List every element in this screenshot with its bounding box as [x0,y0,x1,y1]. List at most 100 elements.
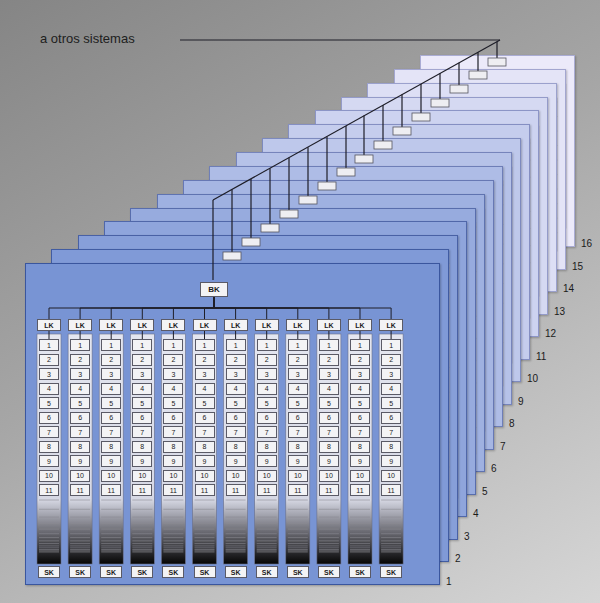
column-strip [286,334,310,564]
cell-rule [195,523,215,524]
cell-box: 6 [257,412,277,424]
cell-rule [39,509,59,510]
box-label: 10 [76,472,84,479]
box-label: 3 [358,371,362,378]
cell-box: 4 [381,383,401,395]
cell-rule [381,533,401,534]
box-label: 2 [47,356,51,363]
cell-rule [39,523,59,524]
cell-box: 1 [132,339,152,351]
cell-box: 4 [257,383,277,395]
box-label: LK [200,322,209,329]
cell-box: 9 [132,455,152,467]
cell-rule [226,500,246,501]
box-label: 4 [203,385,207,392]
cell-rule [163,529,183,530]
box-label: 9 [203,458,207,465]
cell-rule [163,500,183,501]
box-label: 6 [140,414,144,421]
cell-box: 10 [226,470,246,482]
cell-box: 1 [257,339,277,351]
box-label: 8 [234,443,238,450]
box-label: SK [262,569,272,576]
cell-box: 3 [350,368,370,380]
cell-box: 5 [39,397,59,409]
cell-box: 11 [381,484,401,496]
box-label: 8 [296,443,300,450]
cell-rule [101,545,121,546]
box-label: 10 [387,472,395,479]
cell-rule [163,533,183,534]
cell-rule [70,529,90,530]
box-label: SK [169,569,179,576]
box-label: 3 [78,371,82,378]
panel-number: 12 [545,329,556,339]
cell-rule [195,543,215,544]
cell-rule [350,547,370,548]
cell-box: 7 [132,426,152,438]
box-label: 11 [108,487,115,494]
cell-rule [257,549,277,550]
cell-box: 9 [257,455,277,467]
cell-rule [350,545,370,546]
cell-rule [319,550,339,551]
box-label: 6 [203,414,207,421]
panel-number: 10 [527,374,538,384]
cell-box: 1 [319,339,339,351]
box-label: 3 [327,371,331,378]
panel-number: 13 [554,307,565,317]
cell-box: 2 [319,354,339,366]
cell-rule [319,523,339,524]
cell-rule [381,523,401,524]
cell-rule [39,533,59,534]
box-label: 1 [47,342,51,349]
cell-box: 6 [70,412,90,424]
cell-box: 5 [257,397,277,409]
box-label: 7 [203,429,207,436]
cell-rule [226,529,246,530]
box-label: 10 [201,472,209,479]
cell-rule [288,517,308,518]
box-label: 2 [389,356,393,363]
box-label: 10 [45,472,53,479]
cell-rule [319,533,339,534]
cell-rule [257,517,277,518]
box-label: 10 [356,472,364,479]
cell-box: 1 [70,339,90,351]
cell-rule [132,540,152,541]
cell-rule [381,517,401,518]
cell-box: 1 [195,339,215,351]
cell-rule [226,537,246,538]
cell-box: 10 [70,470,90,482]
box-label: 9 [140,458,144,465]
box-label: 6 [78,414,82,421]
cell-box: 8 [70,441,90,453]
cell-rule [350,551,370,552]
cell-box: 5 [288,397,308,409]
cell-rule [381,551,401,552]
cell-rule [163,551,183,552]
box-label: 8 [265,443,269,450]
cell-rule [163,540,183,541]
box-label: 4 [265,385,269,392]
cell-box: 3 [226,368,246,380]
box-label: 2 [78,356,82,363]
cell-rule [132,533,152,534]
cell-rule [39,517,59,518]
box-label: 1 [358,342,362,349]
cell-rule [226,543,246,544]
cell-rule [350,543,370,544]
cell-rule [226,517,246,518]
cell-box: 9 [319,455,339,467]
column-strip [317,334,341,564]
box-label: 3 [109,371,113,378]
cell-rule [226,533,246,534]
column-strip [99,334,123,564]
panel-number: 4 [473,509,479,519]
panel-frame: 1BKLKLKLKLKLKLKLKLKLKLKLKLK1234567891011… [25,263,440,585]
panel-number: 9 [518,397,524,407]
box-label: 1 [327,342,331,349]
cell-box: 2 [381,354,401,366]
cell-box: 2 [39,354,59,366]
system-label: a otros sistemas [40,32,135,45]
